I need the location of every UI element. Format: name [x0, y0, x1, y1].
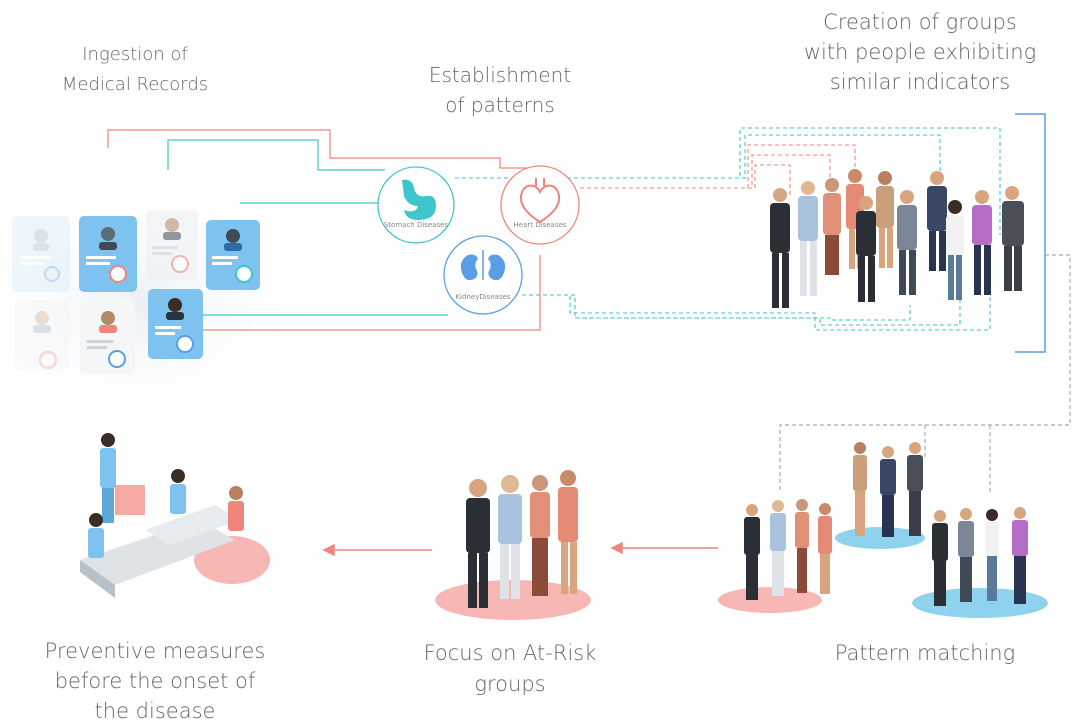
matching-groups	[718, 442, 1048, 618]
step-preventive-label: Preventive measures before the onset of …	[44, 639, 266, 723]
population-crowd	[770, 169, 1024, 308]
matching-connectors	[779, 254, 1071, 495]
step-focus-label: Focus on At-Risk groups	[423, 641, 597, 696]
at-risk-group	[435, 470, 591, 620]
dashed-connectors	[455, 127, 1001, 331]
record-card	[14, 300, 70, 370]
stomach-icon	[402, 179, 436, 220]
kidney-label: KidneyDiseases	[455, 293, 510, 301]
record-card	[79, 216, 137, 292]
step-matching-label: Pattern matching	[834, 641, 1016, 665]
record-connectors	[107, 129, 541, 331]
step-patterns-label: Establishment of patterns	[428, 63, 572, 117]
record-card	[206, 220, 260, 290]
record-card	[146, 210, 198, 280]
record-card	[148, 289, 203, 359]
group-bracket	[1015, 113, 1046, 353]
stomach-label: Stomach Diseases	[384, 221, 449, 229]
step-ingestion-label: Ingestion of Medical Records	[61, 44, 209, 95]
heart-icon	[519, 184, 561, 224]
heart-label: Heart Diseases	[514, 221, 567, 229]
flow-arrows	[322, 541, 718, 557]
preventive-illustration	[80, 433, 270, 598]
stomach-node[interactable]	[377, 166, 455, 244]
record-card	[80, 298, 135, 374]
heart-node[interactable]	[500, 165, 580, 245]
record-card	[12, 216, 70, 292]
medical-records	[12, 210, 260, 374]
kidney-node[interactable]	[443, 235, 523, 315]
kidney-icon	[460, 250, 506, 281]
step-groups-label: Creation of groups with people exhibitin…	[803, 10, 1037, 94]
